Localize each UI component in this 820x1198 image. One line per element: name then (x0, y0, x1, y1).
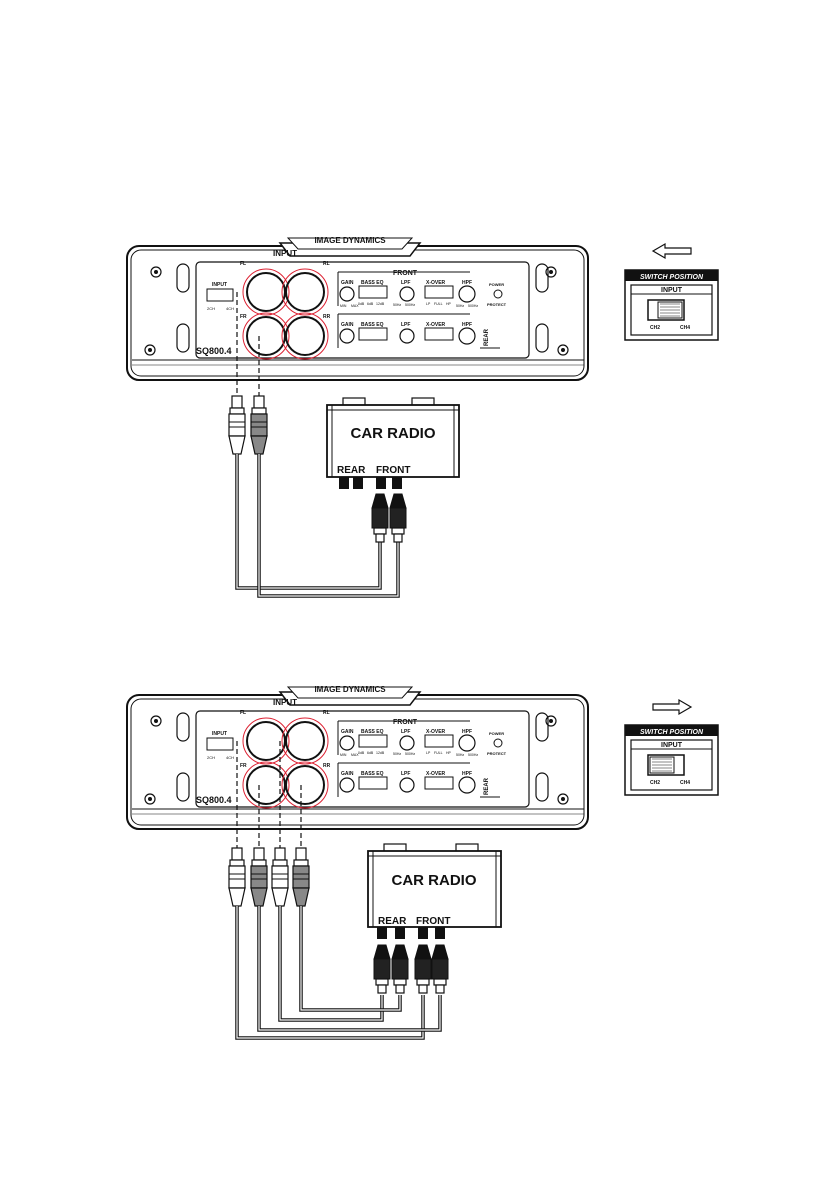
label-lpf: LPF (401, 280, 410, 286)
label-lpf-low: 50Hz (393, 303, 401, 307)
label-eq-12: 12dB (376, 751, 385, 755)
amplifier-2: IMAGE DYNAMICS INPUT FRONT INPUT 2CH 4CH… (126, 685, 601, 833)
label-xover-rear: X-OVER (426, 771, 446, 777)
label-eq-0: 0dB (358, 302, 365, 306)
channel-rr: RR (323, 763, 331, 769)
switch-panel-right: CH4 (680, 780, 690, 786)
label-eq-6: 6dB (367, 751, 374, 755)
label-eq-0: 0dB (358, 751, 365, 755)
label-xover: X-OVER (426, 729, 446, 735)
amp-model: SQ800.4 (196, 795, 232, 805)
label-lpf-rear: LPF (401, 322, 410, 328)
car-radio-title: CAR RADIO (351, 425, 436, 442)
switch-panel-2: SWITCH POSITION INPUT CH2 CH4 (624, 724, 719, 796)
amp-brand: IMAGE DYNAMICS (314, 685, 386, 694)
label-gain-min: MIN (340, 304, 347, 308)
channel-fr: FR (240, 314, 247, 320)
label-hpf-low: 50Hz (456, 753, 464, 757)
car-radio-rear-label: REAR (337, 465, 366, 476)
label-eq-12: 12dB (376, 302, 385, 306)
amp-switch-right: 4CH (226, 755, 234, 760)
label-xo-full: FULL (434, 751, 443, 755)
label-bass-eq-rear: BASS EQ (361, 771, 384, 777)
label-hpf-high: 500Hz (468, 753, 478, 757)
label-gain: GAIN (341, 729, 354, 735)
channel-fl: FL (240, 261, 246, 267)
label-hpf-rear: HPF (462, 322, 472, 328)
label-gain: GAIN (341, 280, 354, 286)
amp-switch-label: INPUT (212, 731, 227, 737)
label-gain-min: MIN (340, 753, 347, 757)
amp-front-title: FRONT (393, 719, 418, 726)
amp-switch-label: INPUT (212, 282, 227, 288)
label-bass-eq: BASS EQ (361, 729, 384, 735)
label-xover-rear: X-OVER (426, 322, 446, 328)
car-radio-front-label: FRONT (416, 916, 450, 927)
switch-panel-left: CH2 (650, 780, 660, 786)
channel-rr: RR (323, 314, 331, 320)
label-hpf-rear: HPF (462, 771, 472, 777)
car-radio-2: CAR RADIO REAR FRONT (367, 843, 502, 939)
amp-input-title: INPUT (273, 249, 297, 258)
amp-rear-title: REAR (484, 777, 490, 795)
channel-rl: RL (323, 710, 330, 716)
car-radio-front-label: FRONT (376, 465, 410, 476)
label-protect: PROTECT (487, 751, 507, 756)
label-bass-eq-rear: BASS EQ (361, 322, 384, 328)
switch-panel-title: INPUT (661, 287, 683, 294)
label-hpf-high: 500Hz (468, 304, 478, 308)
label-xo-lp: LP (426, 751, 431, 755)
label-xo-full: FULL (434, 302, 443, 306)
label-lpf: LPF (401, 729, 410, 735)
diagram-four-channel: IMAGE DYNAMICS INPUT FRONT INPUT 2CH 4CH… (126, 685, 719, 1040)
label-xo-lp: LP (426, 302, 431, 306)
channel-fr: FR (240, 763, 247, 769)
amp-model: SQ800.4 (196, 346, 232, 356)
label-lpf-low: 50Hz (393, 752, 401, 756)
amp-switch-left: 2CH (207, 755, 215, 760)
label-bass-eq: BASS EQ (361, 280, 384, 286)
amp-rear-title: REAR (484, 328, 490, 346)
label-eq-6: 6dB (367, 302, 374, 306)
car-radio-rear-label: REAR (378, 916, 407, 927)
amp-switch-right: 4CH (226, 306, 234, 311)
amp-switch-left: 2CH (207, 306, 215, 311)
arrow-left-icon (651, 242, 692, 260)
switch-panel-left: CH2 (650, 325, 660, 331)
diagram-two-channel: IMAGE DYNAMICS INPUT FRONT INPUT 2CH 4CH… (126, 236, 719, 598)
switch-panel-1: SWITCH POSITION INPUT CH2 CH4 (624, 269, 719, 341)
car-radio-title: CAR RADIO (392, 872, 477, 889)
label-power: POWER (489, 731, 504, 736)
label-hpf: HPF (462, 729, 472, 735)
label-hpf-low: 50Hz (456, 304, 464, 308)
car-radio-1: CAR RADIO REAR FRONT (326, 397, 460, 489)
amp-front-title: FRONT (393, 270, 418, 277)
label-gain-rear: GAIN (341, 771, 354, 777)
amp-brand: IMAGE DYNAMICS (314, 236, 386, 245)
label-gain-max: MAX (351, 304, 359, 308)
channel-fl: FL (240, 710, 246, 716)
label-protect: PROTECT (487, 302, 507, 307)
label-xo-hp: HP (446, 302, 452, 306)
label-lpf-high: 500Hz (405, 303, 415, 307)
switch-panel-title: INPUT (661, 742, 683, 749)
label-power: POWER (489, 282, 504, 287)
label-xover: X-OVER (426, 280, 446, 286)
label-gain-max: MAX (351, 753, 359, 757)
label-gain-rear: GAIN (341, 322, 354, 328)
amplifier-1: IMAGE DYNAMICS INPUT FRONT INPUT 2CH 4CH… (126, 236, 601, 384)
amp-input-title: INPUT (273, 698, 297, 707)
switch-panel-header: SWITCH POSITION (640, 274, 704, 281)
label-lpf-rear: LPF (401, 771, 410, 777)
label-lpf-high: 500Hz (405, 752, 415, 756)
label-xo-hp: HP (446, 751, 452, 755)
label-hpf: HPF (462, 280, 472, 286)
switch-panel-header: SWITCH POSITION (640, 729, 704, 736)
channel-rl: RL (323, 261, 330, 267)
switch-panel-right: CH4 (680, 325, 690, 331)
arrow-right-icon (652, 698, 693, 716)
